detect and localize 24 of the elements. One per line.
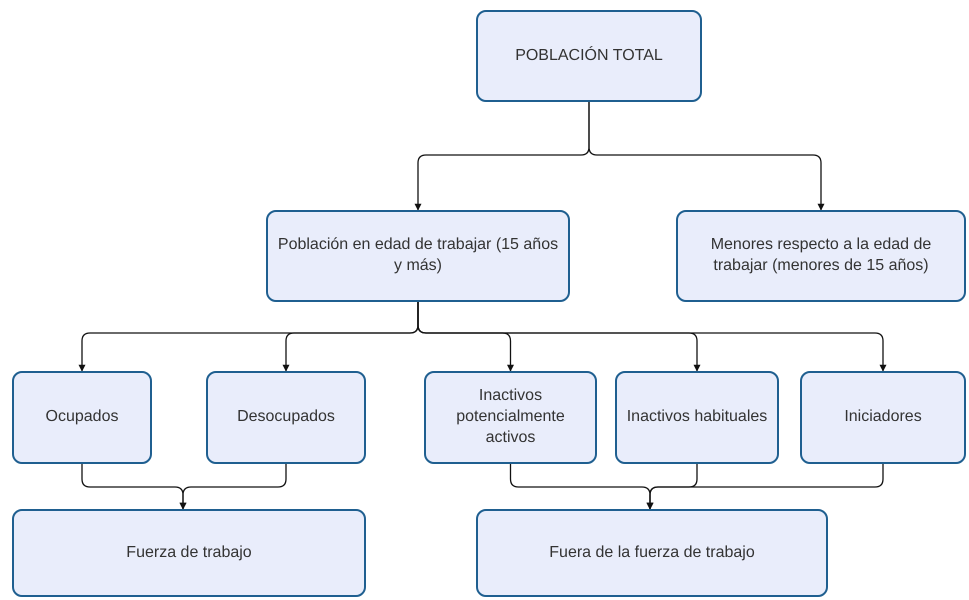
box-label: Fuera de la fuerza de trabajo xyxy=(549,542,755,563)
box-label: Inactivos habituales xyxy=(626,407,768,428)
arrow xyxy=(588,102,824,211)
process-box xyxy=(424,371,597,464)
process-box xyxy=(476,509,828,597)
arrow xyxy=(180,464,287,510)
process-box xyxy=(12,509,366,597)
process-box xyxy=(676,210,966,302)
arrow xyxy=(417,302,886,372)
process-box xyxy=(800,371,966,464)
box-label: Inactivos potencialmente activos xyxy=(455,386,566,448)
box-label: POBLACIÓN TOTAL xyxy=(515,46,663,66)
box-label: Ocupados xyxy=(46,407,118,428)
process-box xyxy=(206,371,366,464)
box-label: Iniciadores xyxy=(844,407,922,428)
box-label: Población en edad de trabajar (15 años y más) xyxy=(276,235,560,276)
process-box xyxy=(615,371,779,464)
process-box xyxy=(476,10,702,102)
process-box xyxy=(266,210,570,302)
box-label: Fuerza de trabajo xyxy=(126,542,252,563)
process-box xyxy=(12,371,152,464)
box-label: Desocupados xyxy=(237,407,335,428)
box-label: Menores respecto a la edad de trabajar (menores de 15 años) xyxy=(710,235,932,276)
arrow xyxy=(646,464,884,510)
